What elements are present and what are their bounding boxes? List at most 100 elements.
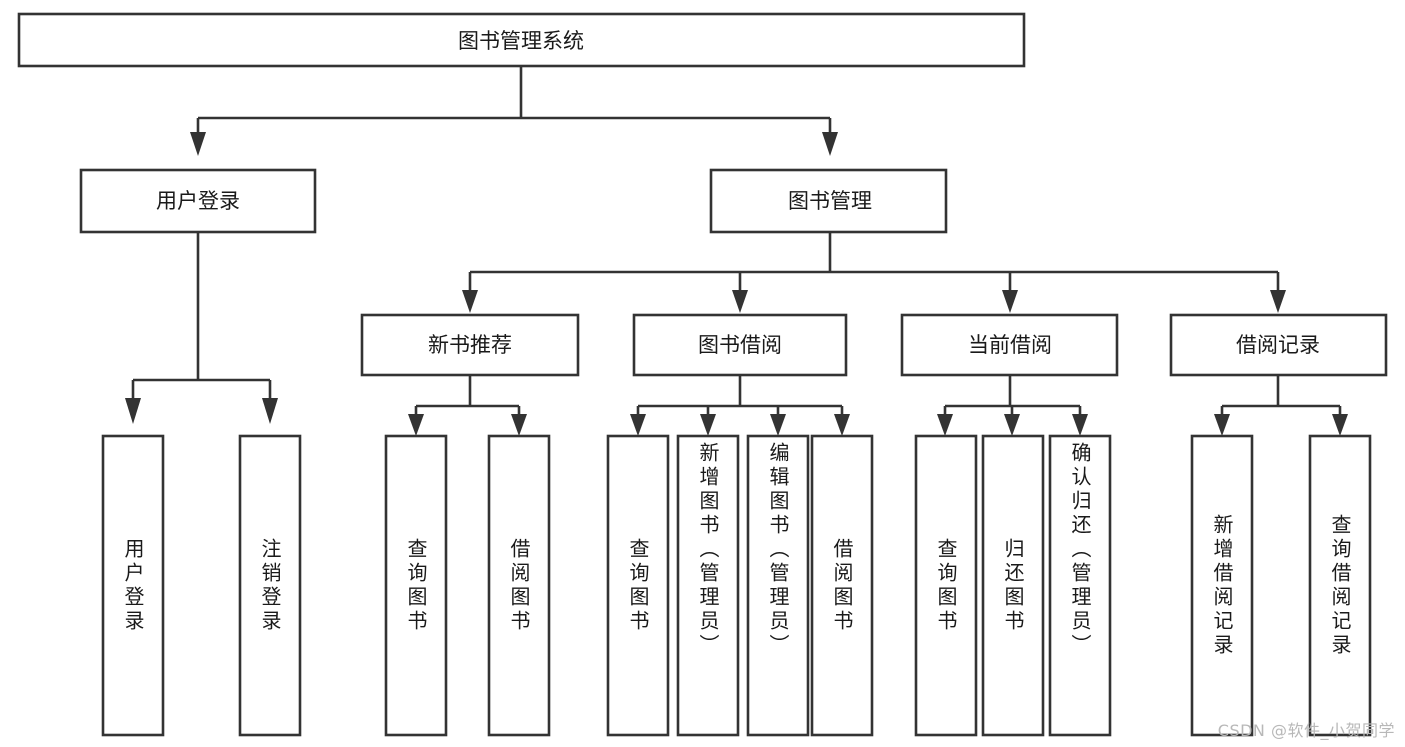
node-leaf-borrow-book-1-textwrap: 借阅图书: [507, 537, 531, 634]
node-leaf-query-record-label: 查询借阅记录: [1328, 513, 1352, 658]
connector-group-user-login-leaves: [125, 232, 278, 424]
node-leaf-query-record-textwrap: 查询借阅记录: [1328, 513, 1352, 658]
node-leaf-query-book-1-label: 查询图书: [404, 537, 428, 634]
node-leaf-edit-book-textwrap: 编辑图书（管理员）: [766, 442, 790, 658]
node-leaf-query-book-1-textwrap: 查询图书: [404, 537, 428, 634]
arrowhead-leaf-query-record: [1332, 414, 1348, 436]
node-user-login-label: 用户登录: [156, 189, 240, 213]
node-current-borrow[interactable]: 当前借阅: [900, 313, 1119, 377]
node-leaf-borrow-book-2[interactable]: 借阅图书: [810, 434, 874, 737]
node-book-manage-label: 图书管理: [788, 189, 872, 213]
node-user-login-box[interactable]: [79, 168, 317, 234]
node-leaf-user-login-label: 用户登录: [121, 537, 145, 634]
node-leaf-borrow-book-2-label: 借阅图书: [830, 537, 854, 634]
node-leaf-add-book-box[interactable]: [676, 434, 740, 737]
node-leaf-user-login-box[interactable]: [101, 434, 165, 737]
arrowhead-leaf-add-record: [1214, 414, 1230, 436]
connector-group-new-book-rec-leaves: [408, 375, 527, 436]
connector-group-borrow-record-leaves: [1214, 375, 1348, 436]
node-borrow-record[interactable]: 借阅记录: [1169, 313, 1388, 377]
node-book-manage[interactable]: 图书管理: [709, 168, 948, 234]
node-leaf-query-book-2-box[interactable]: [606, 434, 670, 737]
node-root-box[interactable]: [17, 12, 1026, 68]
node-leaf-logout-textwrap: 注销登录: [258, 537, 282, 634]
node-leaf-add-record-box[interactable]: [1190, 434, 1254, 737]
node-leaf-add-record[interactable]: 新增借阅记录: [1190, 434, 1254, 737]
node-leaf-logout-box[interactable]: [238, 434, 302, 737]
arrowhead-leaf-return-book: [1004, 414, 1020, 436]
node-leaf-confirm-return-box[interactable]: [1048, 434, 1112, 737]
node-leaf-confirm-return-label: 确认归还（管理员）: [1068, 442, 1092, 658]
arrowhead-leaf-edit-book: [770, 414, 786, 436]
connector-group-current-borrow-leaves: [937, 375, 1088, 436]
node-leaf-edit-book[interactable]: 编辑图书（管理员）: [746, 434, 810, 737]
node-leaf-edit-book-box[interactable]: [746, 434, 810, 737]
arrowhead-leaf-add-book: [700, 414, 716, 436]
node-leaf-borrow-book-1-box[interactable]: [487, 434, 551, 737]
node-user-login[interactable]: 用户登录: [79, 168, 317, 234]
arrowhead-current-borrow: [1002, 290, 1018, 313]
node-leaf-query-book-3-label: 查询图书: [934, 537, 958, 634]
node-book-borrow-box[interactable]: [632, 313, 848, 377]
node-leaf-query-book-1-box[interactable]: [384, 434, 448, 737]
node-leaf-query-record-box[interactable]: [1308, 434, 1372, 737]
node-borrow-record-label: 借阅记录: [1236, 333, 1320, 357]
arrowhead-new-book-rec: [462, 290, 478, 313]
node-current-borrow-label: 当前借阅: [968, 333, 1052, 357]
node-leaf-borrow-book-1-label: 借阅图书: [507, 537, 531, 634]
node-leaf-add-book-label: 新增图书（管理员）: [696, 442, 720, 658]
node-root-label: 图书管理系统: [458, 29, 584, 53]
arrowhead-leaf-user-login: [125, 398, 141, 424]
node-new-book-rec-label: 新书推荐: [428, 333, 512, 357]
node-book-manage-box[interactable]: [709, 168, 948, 234]
node-leaf-user-login[interactable]: 用户登录: [101, 434, 165, 737]
node-leaf-return-book-label: 归还图书: [1001, 537, 1025, 634]
node-leaf-add-book-textwrap: 新增图书（管理员）: [696, 442, 720, 658]
arrowhead-borrow-record: [1270, 290, 1286, 313]
node-book-borrow[interactable]: 图书借阅: [632, 313, 848, 377]
node-leaf-return-book-box[interactable]: [981, 434, 1045, 737]
node-leaf-add-book[interactable]: 新增图书（管理员）: [676, 434, 740, 737]
node-leaf-query-book-1[interactable]: 查询图书: [384, 434, 448, 737]
node-leaf-query-book-2-label: 查询图书: [626, 537, 650, 634]
node-leaf-confirm-return-textwrap: 确认归还（管理员）: [1068, 442, 1092, 658]
node-leaf-add-record-label: 新增借阅记录: [1210, 513, 1234, 658]
node-root[interactable]: 图书管理系统: [17, 12, 1026, 68]
arrowhead-leaf-query-book-3: [937, 414, 953, 436]
node-leaf-borrow-book-1[interactable]: 借阅图书: [487, 434, 551, 737]
arrowhead-leaf-confirm-return: [1072, 414, 1088, 436]
node-leaf-return-book[interactable]: 归还图书: [981, 434, 1045, 737]
node-leaf-borrow-book-2-box[interactable]: [810, 434, 874, 737]
arrowhead-leaf-borrow-book-2: [834, 414, 850, 436]
node-leaf-return-book-textwrap: 归还图书: [1001, 537, 1025, 634]
node-leaf-edit-book-label: 编辑图书（管理员）: [766, 442, 790, 658]
connector-group-book-manage-to-level3: [462, 232, 1286, 313]
node-new-book-rec-box[interactable]: [360, 313, 580, 377]
arrowhead-leaf-logout: [262, 398, 278, 424]
arrowhead-leaf-query-book-2: [630, 414, 646, 436]
arrowhead-leaf-borrow-book-1: [511, 414, 527, 436]
arrowhead-book-manage: [822, 132, 838, 156]
node-current-borrow-box[interactable]: [900, 313, 1119, 377]
node-leaf-query-book-3[interactable]: 查询图书: [914, 434, 978, 737]
connector-group-root-to-level2: [190, 66, 838, 156]
node-leaf-query-book-3-textwrap: 查询图书: [934, 537, 958, 634]
node-leaf-confirm-return[interactable]: 确认归还（管理员）: [1048, 434, 1112, 737]
arrowhead-book-borrow: [732, 290, 748, 313]
node-leaf-user-login-textwrap: 用户登录: [121, 537, 145, 634]
node-leaf-logout[interactable]: 注销登录: [238, 434, 302, 737]
node-new-book-rec[interactable]: 新书推荐: [360, 313, 580, 377]
node-leaf-query-book-2[interactable]: 查询图书: [606, 434, 670, 737]
node-book-borrow-label: 图书借阅: [698, 333, 782, 357]
connector-group-book-borrow-leaves: [630, 375, 850, 436]
node-leaf-add-record-textwrap: 新增借阅记录: [1210, 513, 1234, 658]
arrowhead-leaf-query-book-1: [408, 414, 424, 436]
csdn-watermark: CSDN @软件_小贺同学: [1217, 721, 1395, 740]
node-leaf-query-book-2-textwrap: 查询图书: [626, 537, 650, 634]
node-leaf-query-book-3-box[interactable]: [914, 434, 978, 737]
node-leaf-query-record[interactable]: 查询借阅记录: [1308, 434, 1372, 737]
node-borrow-record-box[interactable]: [1169, 313, 1388, 377]
node-leaf-logout-label: 注销登录: [258, 537, 282, 634]
